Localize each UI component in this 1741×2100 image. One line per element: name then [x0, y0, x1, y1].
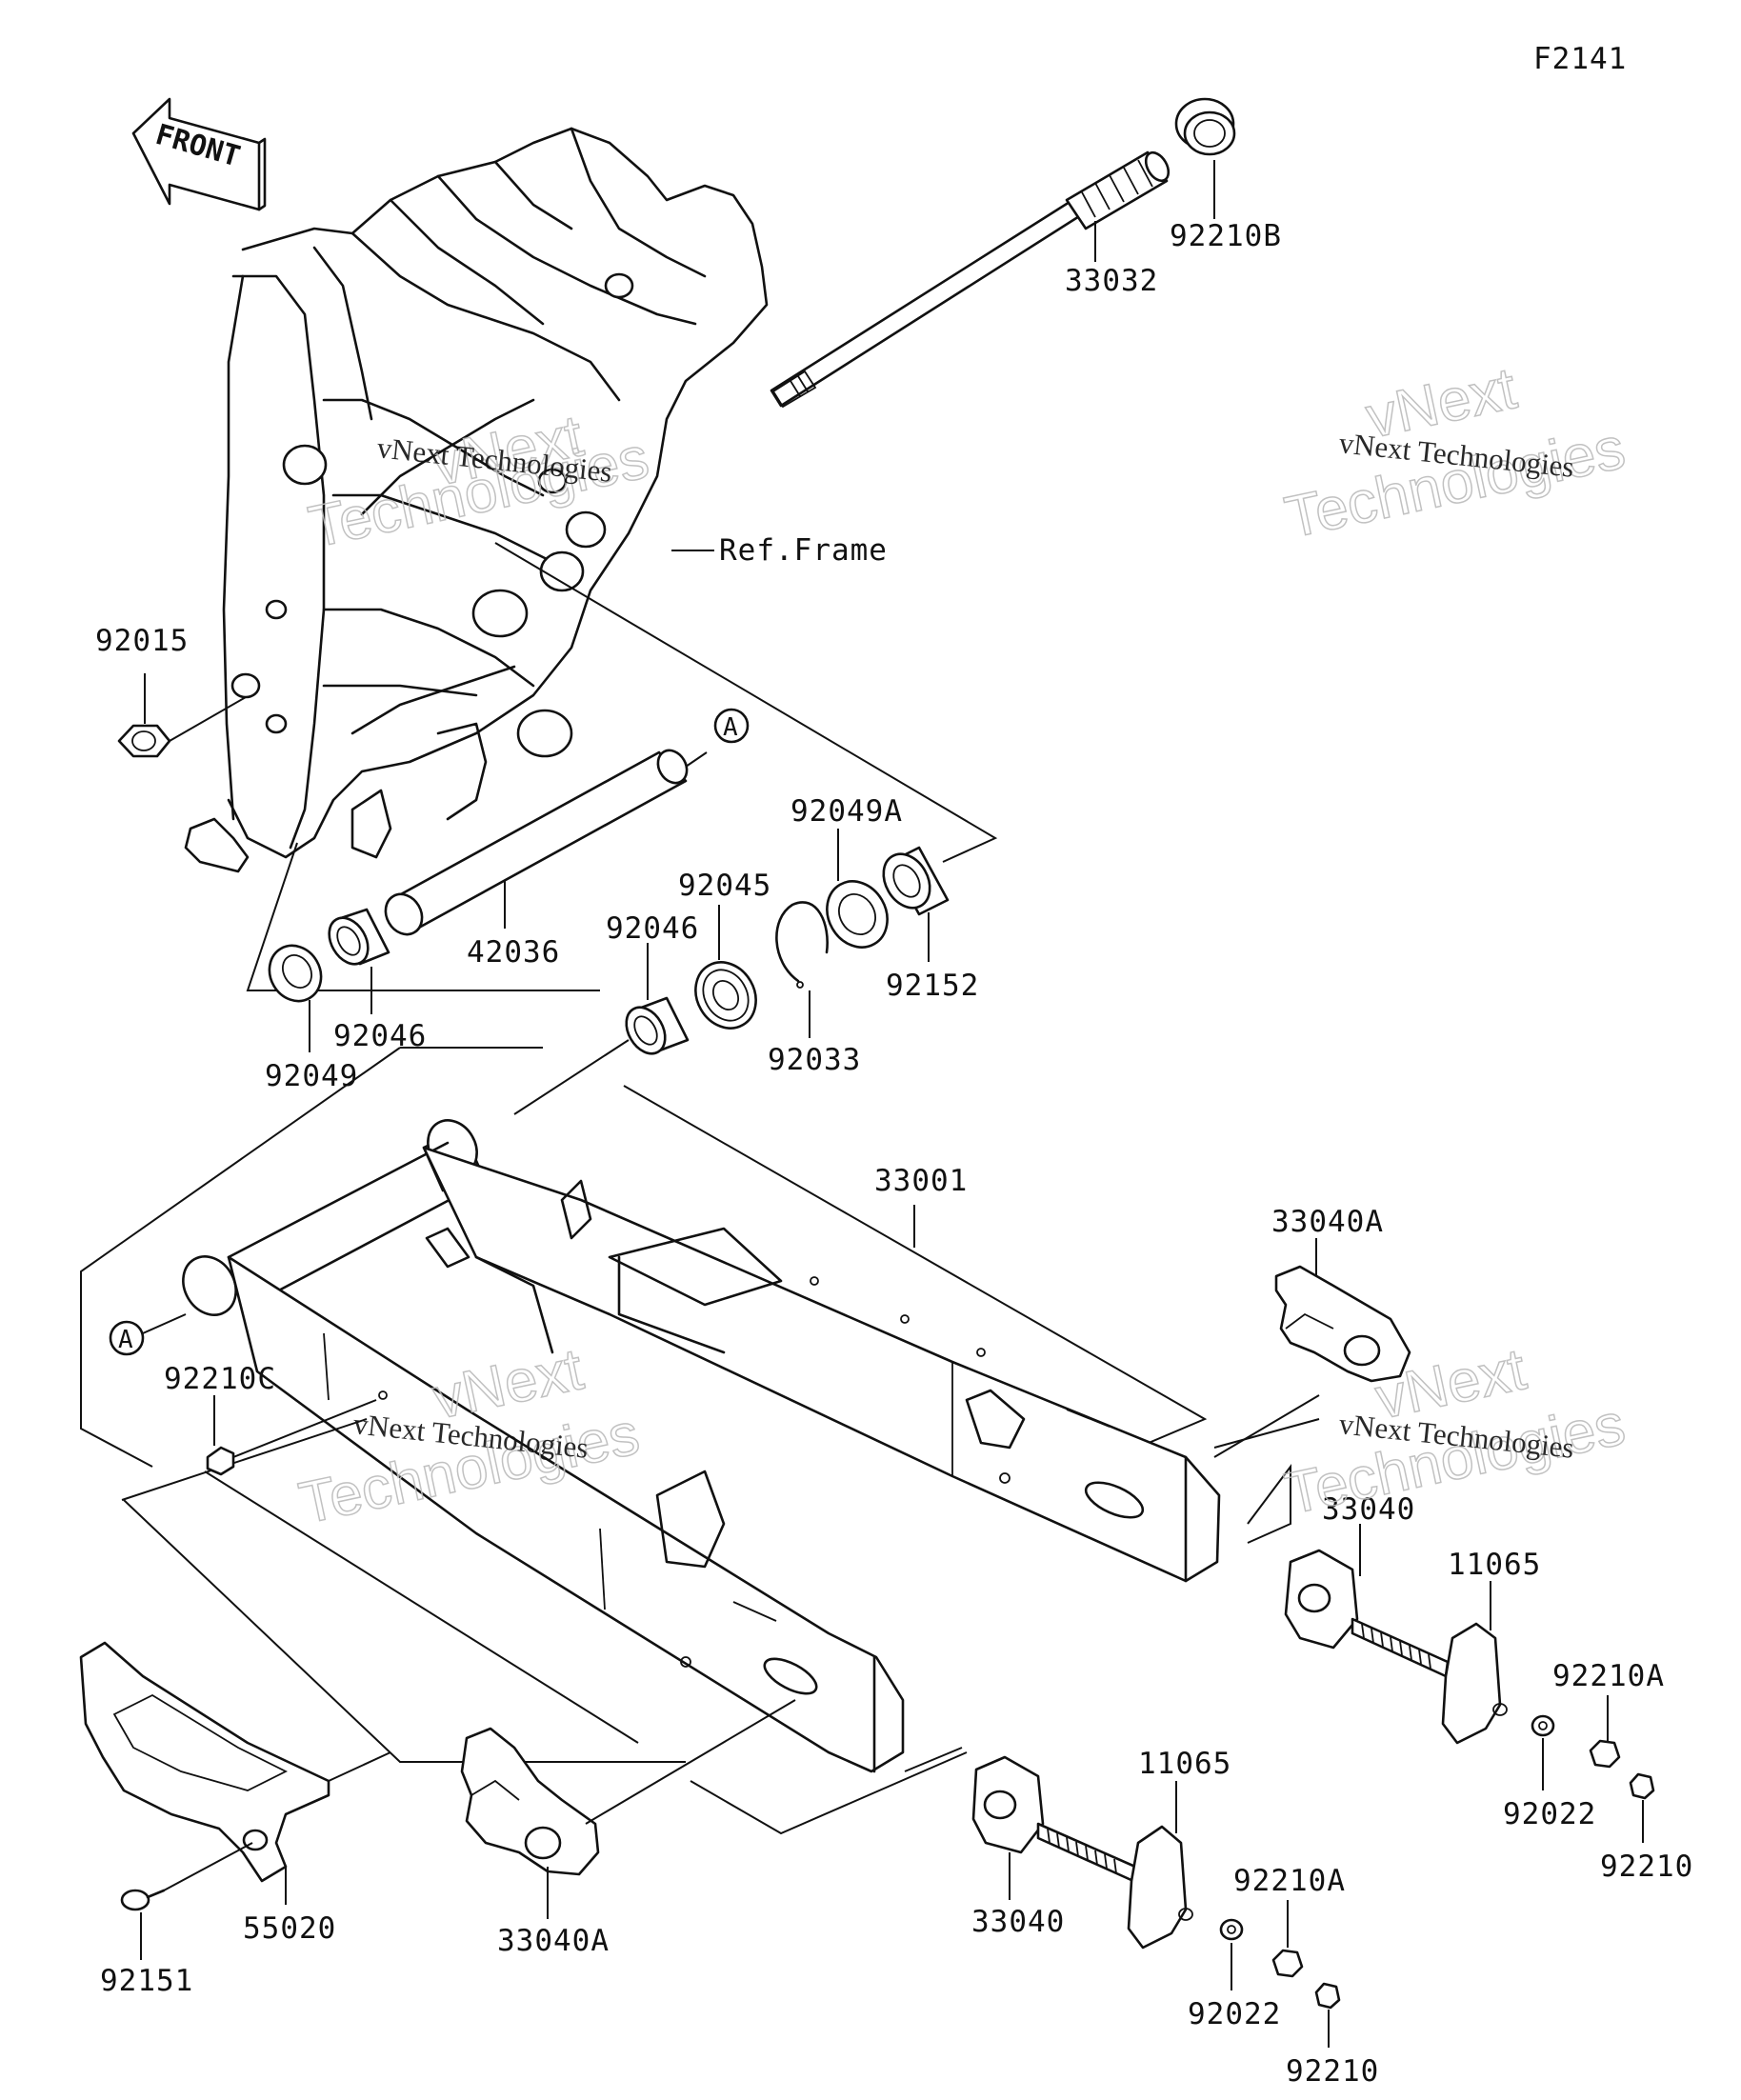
label-92151: 92151 [100, 1964, 193, 1998]
frame-drawing [184, 127, 769, 873]
pivot-shaft [770, 150, 1171, 409]
adjuster-33040a-right [1274, 1265, 1411, 1383]
label-92022-left: 92022 [1188, 1997, 1281, 2031]
label-33001: 33001 [874, 1164, 968, 1198]
block-11065-right [1441, 1622, 1508, 1745]
nut-92210b [1174, 97, 1236, 156]
swingarm-33001 [182, 1119, 1221, 1773]
front-arrow: FRONT [131, 97, 267, 211]
label-92046-lower: 92046 [606, 911, 699, 946]
label-92210b: 92210B [1170, 219, 1282, 253]
washer-92049 [268, 944, 323, 1003]
label-33040a-left: 33040A [497, 1924, 610, 1958]
collar-42036 [384, 749, 689, 936]
label-33040a-right: 33040A [1271, 1205, 1384, 1239]
label-92049a: 92049A [790, 794, 903, 829]
label-92210-right: 92210 [1600, 1850, 1693, 1884]
label-92049: 92049 [265, 1059, 358, 1093]
watermark-right-top-big2: Technologies [1280, 415, 1631, 551]
label-92210c: 92210C [164, 1362, 276, 1396]
label-11065-left: 11065 [1138, 1747, 1231, 1781]
label-92033: 92033 [768, 1043, 861, 1077]
chain-guide-55020 [79, 1641, 330, 1883]
bearing-92046-lower [625, 996, 690, 1055]
ref-marker-a-swingarm-label: A [118, 1326, 133, 1354]
label-92015: 92015 [95, 624, 189, 658]
ref-marker-a-top: A [713, 708, 750, 744]
ref-marker-a-swingarm: A [109, 1320, 145, 1356]
label-92210a-left: 92210A [1233, 1864, 1346, 1898]
nut-92015 [117, 724, 171, 758]
label-92045: 92045 [678, 869, 771, 903]
label-92022-right: 92022 [1503, 1797, 1596, 1831]
label-11065-right: 11065 [1448, 1548, 1541, 1582]
label-33040-right: 33040 [1322, 1492, 1415, 1527]
plug-92210c [206, 1446, 235, 1476]
block-11065-left [1127, 1825, 1193, 1950]
adjuster-33040a-left [460, 1727, 600, 1876]
watermark-right-top: vNext Technologies vNext Technologies [1279, 355, 1631, 552]
ball-bearing-92045 [694, 961, 757, 1030]
snap-ring-92033 [775, 901, 829, 989]
seal-92049a [826, 880, 889, 949]
label-92152: 92152 [886, 969, 979, 1003]
label-42036: 42036 [467, 935, 560, 970]
diagram-code: F2141 [1533, 42, 1627, 76]
washer-92022-left [1219, 1918, 1244, 1941]
watermark-right-middle: vNext Technologies vNext Technologies [1279, 1336, 1631, 1529]
bolt-92151 [120, 1889, 166, 1911]
adjuster-33040-left [971, 1755, 1137, 1883]
label-92210a-right: 92210A [1552, 1659, 1665, 1693]
label-33032: 33032 [1065, 264, 1158, 298]
bushing-92152 [882, 846, 950, 916]
label-92210-left: 92210 [1286, 2054, 1379, 2089]
ref-frame-label: Ref.Frame [719, 533, 888, 568]
nut-92210a-right [1589, 1739, 1621, 1769]
adjuster-33040-right [1284, 1549, 1450, 1678]
nut-92210-left [1314, 1982, 1341, 2010]
bearing-92046-upper [328, 908, 390, 966]
nut-92210-right [1629, 1772, 1655, 1800]
label-55020: 55020 [243, 1911, 336, 1946]
nut-92210a-left [1271, 1949, 1304, 1978]
label-33040-left: 33040 [971, 1905, 1065, 1939]
washer-92022-right [1531, 1714, 1555, 1737]
ref-marker-a-top-label: A [723, 713, 738, 742]
